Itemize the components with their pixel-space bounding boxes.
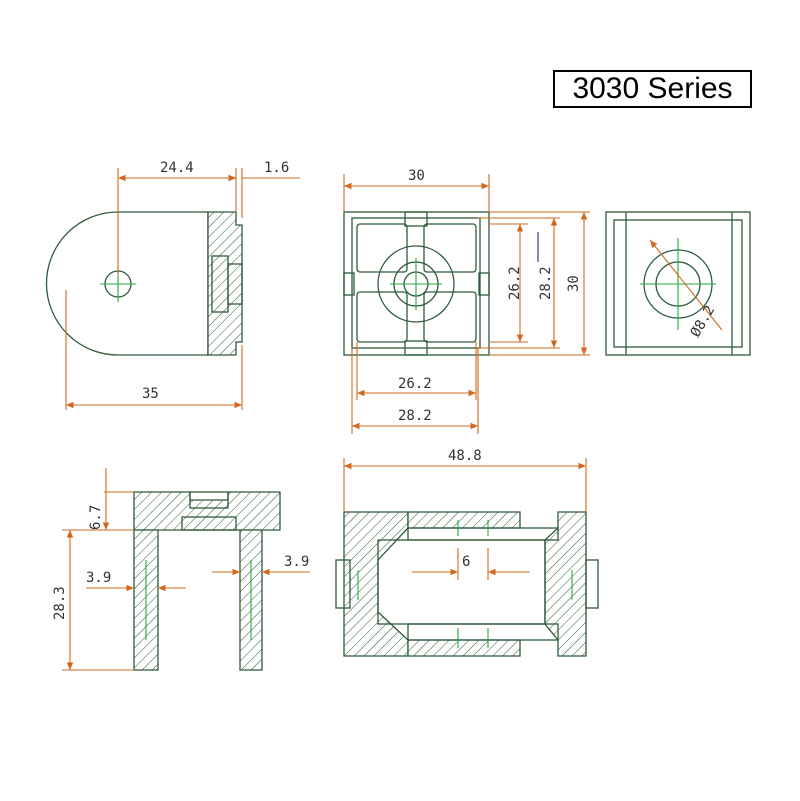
dim-front-inner-h: 26.2 <box>398 376 432 392</box>
plan-view-slot <box>377 539 546 625</box>
end-view: Ø8.2 <box>605 211 751 356</box>
dim-plan-slot: 6 <box>462 554 470 570</box>
plan-view: 48.8 6 <box>335 448 599 657</box>
dim-bottom-height: 28.3 <box>52 586 68 620</box>
dim-side-lip: 1.6 <box>264 160 289 176</box>
plan-view-right-block <box>544 511 587 657</box>
dim-side-length: 35 <box>142 386 159 402</box>
bottom-view-section-top <box>133 491 281 531</box>
dim-front-width: 30 <box>408 168 425 184</box>
dim-bottom-top: 6.7 <box>88 505 104 530</box>
bottom-view: 6.7 28.3 3.9 3.9 <box>52 468 310 671</box>
side-view-tab <box>227 263 243 305</box>
plan-view-bottom-rail <box>407 639 521 657</box>
side-view-section <box>207 211 243 356</box>
plan-view-left-block <box>343 511 409 657</box>
dim-hole-diameter: Ø8.2 <box>688 303 719 340</box>
dim-front-outer-h: 28.2 <box>398 408 432 424</box>
dim-front-outer-v: 28.2 <box>538 266 554 300</box>
front-view: 30 26.2 28.2 30 26.2 28.2 <box>343 168 590 434</box>
front-view-core <box>377 245 455 323</box>
end-view-outline <box>605 211 751 356</box>
series-title: 3030 Series <box>553 70 752 108</box>
dim-plan-length: 48.8 <box>448 448 482 464</box>
side-view-outline <box>45 211 209 356</box>
dim-front-inner-v: 26.2 <box>507 266 523 300</box>
dim-front-height: 30 <box>566 275 582 292</box>
dim-wall-left: 3.9 <box>86 570 111 586</box>
dim-wall-right: 3.9 <box>284 554 309 570</box>
dim-side-width: 24.4 <box>160 160 194 176</box>
side-view: 24.4 1.6 35 <box>45 160 300 410</box>
plan-view-top-rail <box>407 511 521 529</box>
